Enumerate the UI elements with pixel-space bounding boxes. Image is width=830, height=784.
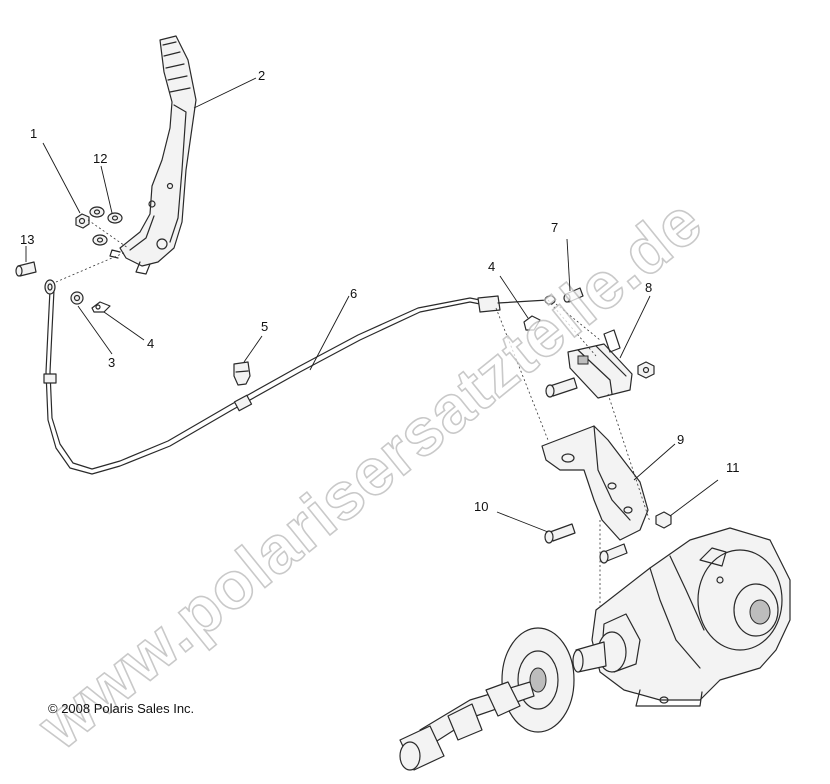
callout-9: 9 <box>677 432 684 447</box>
brake-lever <box>109 35 197 275</box>
brake-disc <box>501 627 575 733</box>
callout-10: 10 <box>474 499 488 514</box>
driveshaft <box>399 681 535 771</box>
callout-8: 8 <box>645 280 652 295</box>
cable-washer <box>70 291 84 305</box>
callout-12: 12 <box>93 151 107 166</box>
brake-cable <box>43 279 556 475</box>
assembly-lines <box>55 219 651 606</box>
copyright-notice: © 2008 Polaris Sales Inc. <box>48 701 195 716</box>
callout-4-left: 4 <box>147 336 154 351</box>
callout-4-right: 4 <box>488 259 495 274</box>
callout-6: 6 <box>350 286 357 301</box>
cable-push-clip <box>233 361 251 386</box>
bracket-bolt-small <box>563 287 584 303</box>
callout-5: 5 <box>261 319 268 334</box>
callout-3: 3 <box>108 355 115 370</box>
callout-2: 2 <box>258 68 265 83</box>
callout-13: 13 <box>20 232 34 247</box>
cable-clip-left <box>91 301 111 313</box>
callouts: 1 2 3 4 4 5 6 7 8 9 10 11 12 13 <box>20 68 740 514</box>
bracket-nut <box>655 511 672 529</box>
gearcase <box>572 527 791 707</box>
caliper-nut <box>637 361 655 379</box>
mounting-bracket <box>541 425 649 541</box>
lever-washers <box>89 206 123 246</box>
cable-clip-right <box>523 315 541 331</box>
callout-7: 7 <box>551 220 558 235</box>
lever-nut <box>75 213 90 229</box>
brake-caliper <box>567 329 633 399</box>
bracket-bolt-long <box>544 523 628 564</box>
callout-1: 1 <box>30 126 37 141</box>
leader-lines <box>25 77 719 533</box>
callout-11: 11 <box>726 460 740 475</box>
clevis-pin <box>15 261 37 277</box>
caliper-bolt <box>545 377 578 398</box>
